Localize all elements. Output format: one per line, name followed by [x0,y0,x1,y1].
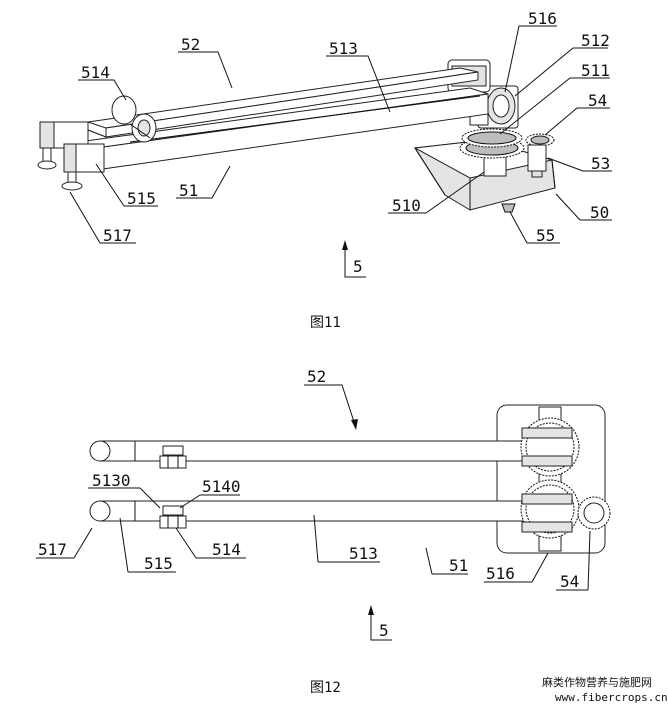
label-5: 5 [379,621,389,640]
label-52: 52 [307,367,326,386]
label-5: 5 [353,257,363,276]
rollers-top [159,445,187,529]
gear-assembly-top [520,406,611,552]
label-515: 515 [144,554,173,573]
fig11-leaders [69,25,612,278]
fig12-labels: 52 5130 5140 517 515 514 513 51 516 54 5 [38,367,579,640]
label-517: 517 [103,226,132,245]
watermark: 麻类作物营养与施肥网 www.fibercrops.cn [542,675,668,704]
roller-514 [111,95,157,143]
figure-12: 52 5130 5140 517 515 514 513 51 516 54 5… [36,367,611,696]
label-52: 52 [181,35,200,54]
label-5140: 5140 [202,477,241,496]
figure-12-caption: 图12 [310,680,341,696]
label-516: 516 [528,9,557,28]
arm-end-blocks [39,121,105,173]
label-510: 510 [392,196,421,215]
fig12-leaders [36,384,591,641]
label-5130: 5130 [92,471,131,490]
label-51: 51 [179,181,198,200]
large-gear [459,128,525,159]
small-gear-motor [525,133,555,178]
label-517: 517 [38,540,67,559]
watermark-line2: www.fibercrops.cn [555,691,668,704]
figure-11-caption: 图11 [310,315,341,331]
lower-arm-513-top [89,500,546,522]
watermark-line1: 麻类作物营养与施肥网 [542,675,652,689]
label-514: 514 [81,63,110,82]
upper-arm-52-top [89,440,546,462]
fig11-labels: 52 513 516 512 511 514 54 53 515 51 510 … [81,9,610,276]
label-516: 516 [486,564,515,583]
label-54: 54 [560,572,579,591]
label-513: 513 [329,39,358,58]
label-51: 51 [449,556,468,575]
label-515: 515 [127,189,156,208]
label-513: 513 [349,544,378,563]
label-514: 514 [212,540,241,559]
label-50: 50 [590,203,609,222]
label-53: 53 [591,154,610,173]
upper-arm-52 [87,67,479,138]
label-54: 54 [588,91,607,110]
feet-517 [37,147,83,191]
label-55: 55 [536,226,555,245]
figure-11: 52 513 516 512 511 514 54 53 515 51 510 … [37,9,612,331]
label-512: 512 [581,31,610,50]
label-511: 511 [581,61,610,80]
